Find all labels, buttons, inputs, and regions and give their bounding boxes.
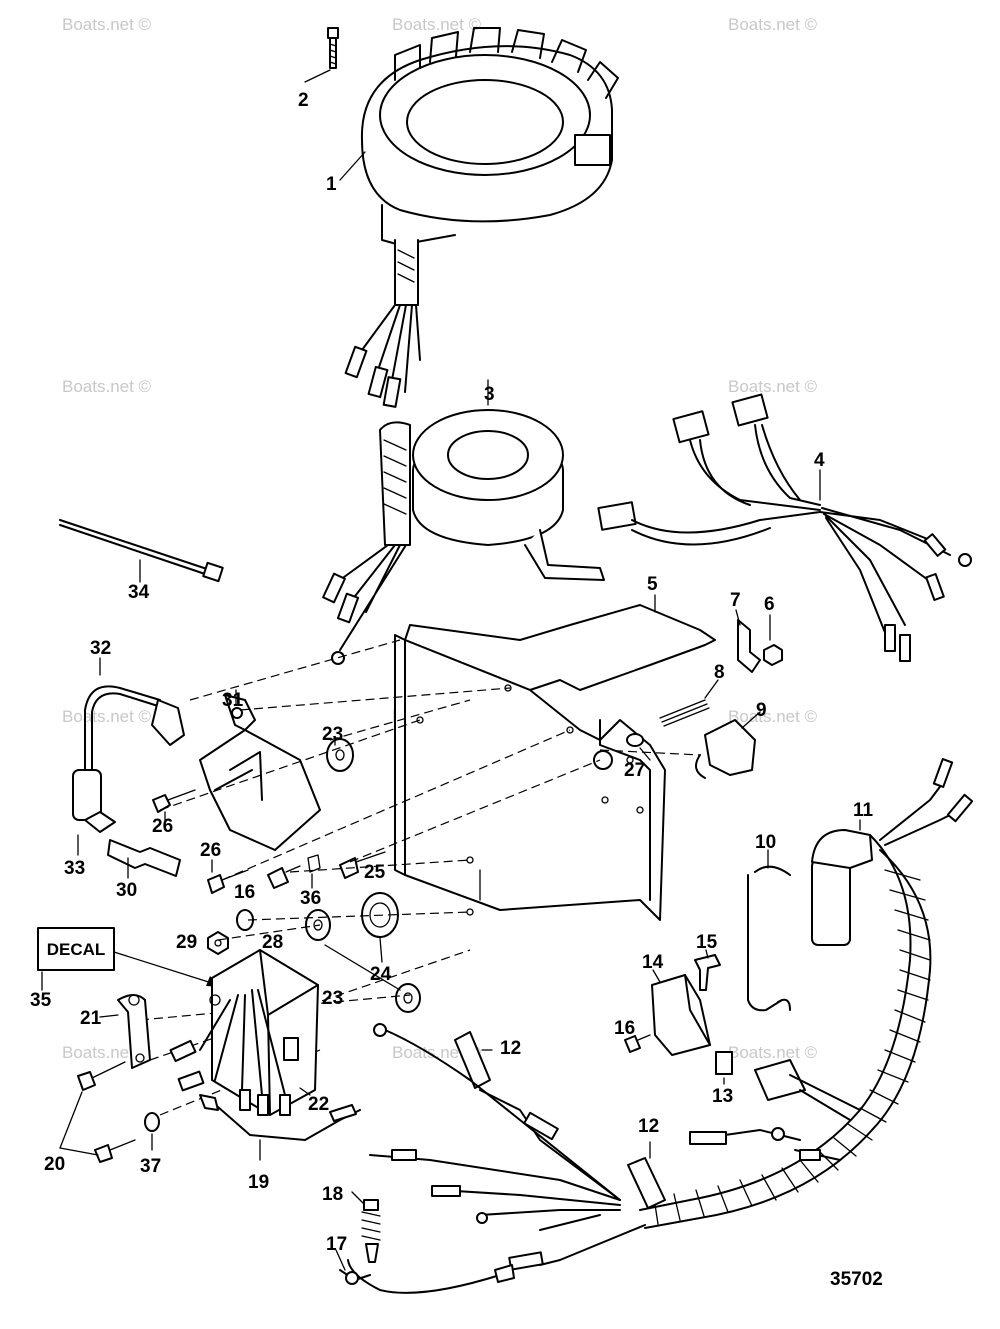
callout-24: 24 (370, 964, 392, 985)
callout-23a: 23 (322, 724, 343, 745)
callout-8: 8 (714, 662, 725, 683)
part-5-plate (394, 594, 716, 921)
part-9-bracket (695, 711, 761, 779)
part-23-grommet-c (395, 983, 421, 1013)
callout-25: 25 (364, 862, 386, 883)
callout-5: 5 (647, 574, 658, 595)
part-17-terminal (335, 1249, 359, 1285)
part-35-decal: DECAL (37, 927, 222, 991)
callout-23b: 23 (322, 988, 343, 1009)
callout-7: 7 (730, 590, 741, 611)
callout-30: 30 (116, 880, 137, 901)
callout-37: 37 (140, 1156, 161, 1177)
part-24-grommet (361, 892, 399, 963)
part-12-terminal-b (627, 1141, 666, 1209)
callout-3: 3 (484, 384, 495, 405)
part-33-boot (72, 769, 116, 856)
part-26-screw-a (152, 789, 196, 823)
callout-35: 35 (30, 990, 52, 1011)
callout-6: 6 (764, 594, 775, 615)
part-13-fuse (715, 1051, 733, 1085)
callout-28: 28 (262, 932, 283, 953)
part-36-washer (307, 854, 321, 889)
callout-26a: 26 (152, 816, 173, 837)
callout-21: 21 (80, 1008, 102, 1029)
part-15-fastener (694, 949, 721, 991)
part-30-plug (107, 839, 181, 879)
part-29-nut (207, 931, 229, 955)
part-16-screw-a (267, 865, 301, 889)
part-12-terminal-a (454, 1031, 493, 1089)
part-34-tie-strap (59, 519, 224, 583)
callout-26b: 26 (200, 840, 221, 861)
callout-27: 27 (624, 760, 645, 781)
part-6-nut (763, 614, 783, 666)
watermark: Boats.net © (62, 15, 152, 34)
part-2-screw (304, 27, 339, 83)
part-11-harness (639, 758, 974, 1229)
part-4-harness (597, 393, 972, 662)
decal-box (37, 927, 115, 971)
part-16-screw-b (624, 1034, 651, 1053)
callout-12a: 12 (500, 1038, 521, 1059)
callout-32: 32 (90, 638, 111, 659)
part-31-coil (199, 689, 321, 851)
watermark: Boats.net © (62, 377, 152, 396)
callout-16a: 16 (234, 882, 255, 903)
callout-33: 33 (64, 858, 85, 879)
figure-number: 35702 (830, 1269, 883, 1290)
part-8-spring (659, 679, 719, 727)
part-18-spring (351, 1191, 381, 1263)
decal-label: DECAL (47, 940, 106, 959)
callout-31: 31 (222, 690, 244, 711)
callout-2: 2 (298, 90, 309, 111)
watermark: Boats.net © (728, 15, 818, 34)
callout-11: 11 (853, 800, 874, 821)
watermark: Boats.net © (392, 15, 482, 34)
leader-23b (324, 944, 401, 991)
callout-labels: 2 1 3 4 34 5 7 6 32 8 31 9 23 27 11 26 1… (30, 90, 874, 1255)
part-20-screws (59, 1061, 136, 1163)
part-3-trigger (322, 379, 605, 665)
callout-22: 22 (308, 1094, 329, 1115)
part-23-grommet-a (326, 737, 354, 772)
callout-4: 4 (814, 450, 825, 471)
part-27-nut (626, 733, 651, 761)
watermark: Boats.net © (62, 707, 152, 726)
watermark: Boats.net © (728, 707, 818, 726)
part-22-switch-box (169, 949, 319, 1116)
watermark: Boats.net © (62, 1043, 152, 1062)
part-21-bracket (99, 994, 151, 1069)
callout-15: 15 (696, 932, 718, 953)
callout-20: 20 (44, 1154, 65, 1175)
harness-leads (339, 1023, 841, 1294)
part-14-relay (651, 969, 711, 1056)
callout-34: 34 (128, 582, 150, 603)
callout-19: 19 (248, 1172, 269, 1193)
part-7-clip (735, 609, 761, 673)
callout-1: 1 (326, 174, 337, 195)
callout-17: 17 (326, 1234, 347, 1255)
part-37-washer (144, 1112, 160, 1151)
callout-29: 29 (176, 932, 197, 953)
harness-connector (754, 1059, 861, 1121)
callout-36: 36 (300, 888, 321, 909)
part-10-clamp (747, 849, 791, 1012)
callout-13: 13 (712, 1086, 733, 1107)
callout-14: 14 (642, 952, 664, 973)
callout-10: 10 (755, 832, 776, 853)
part-32-lead (84, 657, 185, 771)
watermark: Boats.net © (728, 1043, 818, 1062)
part-1-stator (339, 27, 619, 408)
part-19-lead (199, 1094, 361, 1161)
callout-9: 9 (756, 700, 767, 721)
callout-16b: 16 (614, 1018, 635, 1039)
callout-18: 18 (322, 1184, 343, 1205)
callout-12b: 12 (638, 1116, 659, 1137)
watermark: Boats.net © (728, 377, 818, 396)
